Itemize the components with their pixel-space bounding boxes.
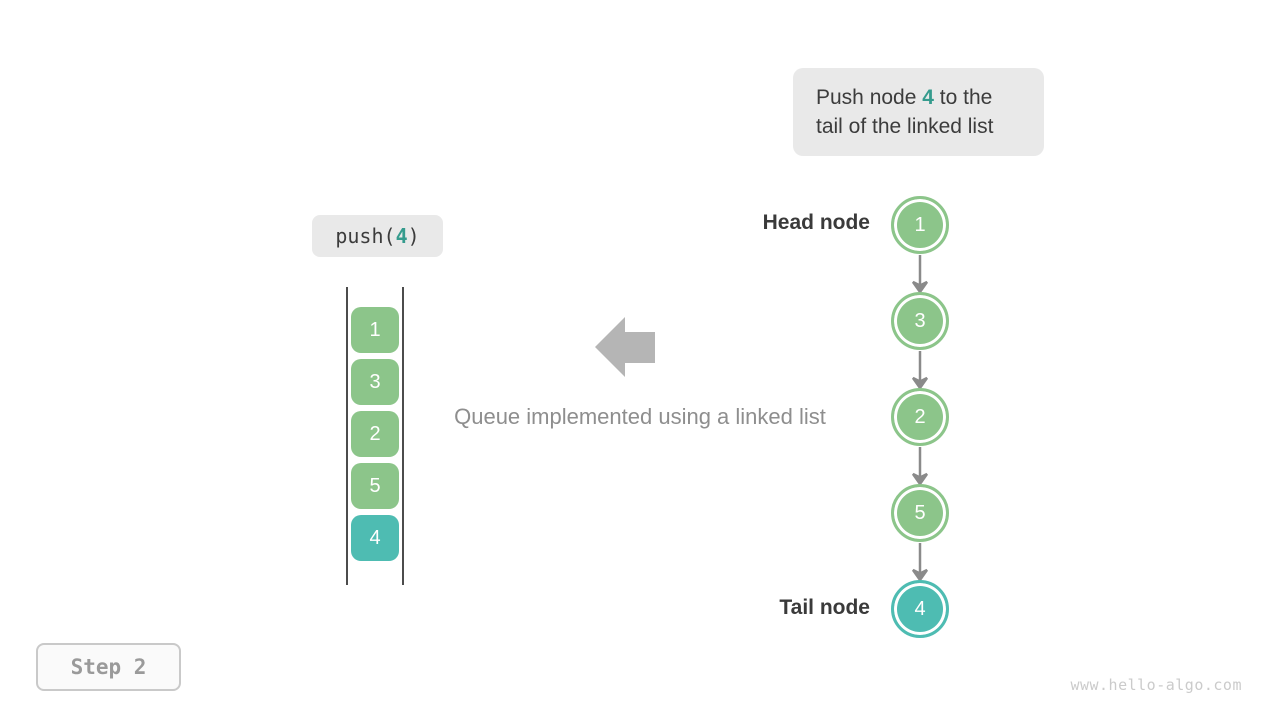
linked-list-node-head: 1 [891, 196, 949, 254]
queue-container: 1 3 2 5 4 [346, 287, 404, 585]
queue-cell: 5 [351, 463, 399, 509]
tail-node-label: Tail node [779, 596, 870, 619]
watermark-text: www.hello-algo.com [1070, 676, 1242, 694]
callout-box: Push node 4 to the tail of the linked li… [793, 68, 1044, 156]
caption-text: Queue implemented using a linked list [454, 404, 826, 429]
linked-list-node: 3 [891, 292, 949, 350]
callout-line-1: Push node 4 to the [816, 83, 1044, 112]
linked-list-node-tail: 4 [891, 580, 949, 638]
arrowhead-down-icon [911, 568, 929, 583]
queue-cell: 2 [351, 411, 399, 457]
queue-cell-pushed: 4 [351, 515, 399, 561]
linked-list-node: 5 [891, 484, 949, 542]
head-node-label: Head node [762, 211, 870, 234]
push-call-suffix: ) [407, 224, 420, 248]
step-badge: Step 2 [36, 643, 181, 691]
push-call-value: 4 [395, 224, 408, 248]
linked-list-node: 2 [891, 388, 949, 446]
callout-highlight-value: 4 [922, 86, 934, 109]
queue-cell: 1 [351, 307, 399, 353]
push-operation-label: push(4) [312, 215, 443, 257]
push-call-prefix: push( [335, 224, 396, 248]
arrowhead-down-icon [911, 472, 929, 487]
queue-cell: 3 [351, 359, 399, 405]
arrowhead-down-icon [911, 376, 929, 391]
callout-line-2: tail of the linked list [816, 115, 994, 138]
callout-text-before: Push node [816, 86, 923, 109]
block-arrow-left-icon [595, 317, 655, 377]
arrowhead-down-icon [911, 280, 929, 295]
callout-text-after: to the [933, 86, 993, 109]
